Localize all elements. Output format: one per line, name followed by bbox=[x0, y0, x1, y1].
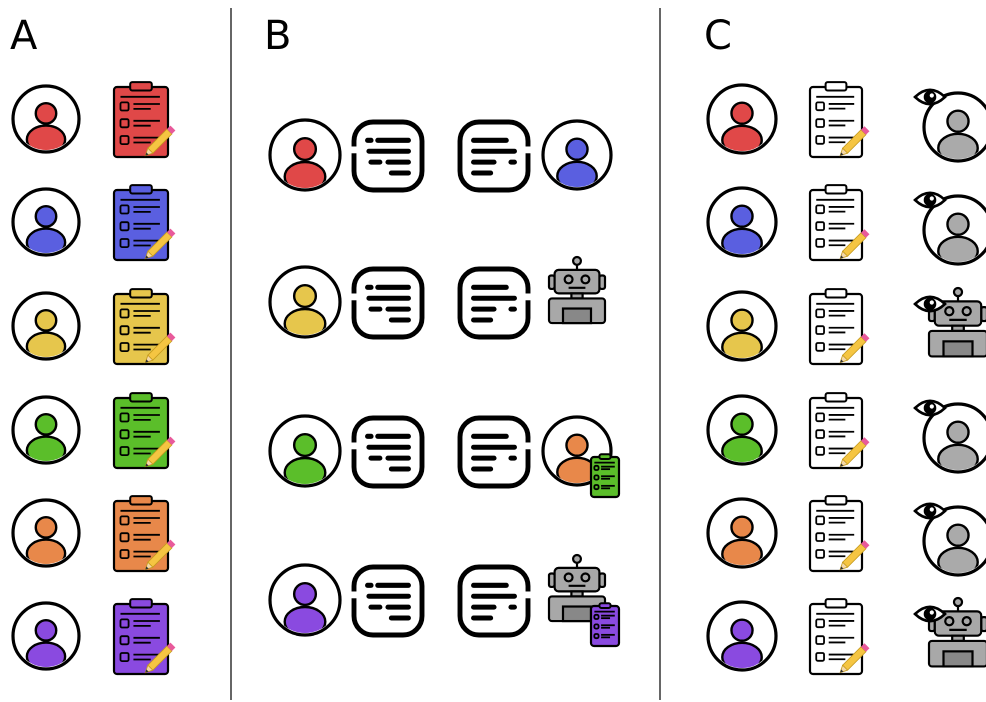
message-icon bbox=[457, 564, 533, 638]
observer-person-icon bbox=[922, 194, 986, 266]
panel-a-row bbox=[11, 598, 176, 676]
clipboard-icon bbox=[112, 81, 176, 159]
clipboard-icon bbox=[589, 453, 621, 499]
person-icon bbox=[11, 291, 81, 361]
message-icon bbox=[457, 119, 533, 193]
pencil-icon bbox=[839, 333, 870, 364]
clipboard-icon bbox=[808, 288, 870, 366]
pencil-icon bbox=[839, 126, 870, 157]
eye-icon bbox=[913, 88, 947, 106]
clipboard-icon bbox=[112, 392, 176, 470]
person-icon bbox=[11, 84, 81, 154]
clipboard-icon bbox=[112, 598, 176, 676]
pencil-icon bbox=[839, 643, 870, 674]
person-icon bbox=[706, 600, 778, 672]
clipboard-icon bbox=[808, 598, 870, 676]
message-icon bbox=[349, 564, 425, 638]
sender-person-icon bbox=[268, 118, 342, 192]
panel-c-row bbox=[706, 392, 986, 474]
pencil-icon bbox=[144, 228, 176, 260]
sender-person-icon bbox=[268, 414, 342, 488]
person-icon bbox=[706, 186, 778, 258]
clipboard-icon bbox=[112, 288, 176, 366]
clipboard-icon bbox=[112, 184, 176, 262]
pencil-icon bbox=[144, 642, 176, 674]
panel-c-label: C bbox=[704, 13, 732, 59]
message-icon bbox=[349, 415, 425, 489]
panel-a-row bbox=[11, 495, 176, 573]
clipboard-icon bbox=[808, 495, 870, 573]
eye-icon bbox=[913, 605, 947, 623]
receiver-person-icon bbox=[541, 119, 613, 191]
panel-c-row bbox=[706, 184, 986, 266]
panel-a-row bbox=[11, 184, 176, 262]
pencil-icon bbox=[839, 229, 870, 260]
observer-person-icon bbox=[922, 91, 986, 163]
pencil-icon bbox=[839, 540, 870, 571]
panel-c-row bbox=[706, 81, 986, 163]
eye-icon bbox=[913, 502, 947, 520]
clipboard-icon bbox=[589, 602, 621, 648]
pencil-icon bbox=[144, 436, 176, 468]
person-icon bbox=[11, 601, 81, 671]
clipboard-icon bbox=[112, 495, 176, 573]
panel-a-label: A bbox=[10, 13, 38, 59]
person-icon bbox=[706, 83, 778, 155]
person-icon bbox=[11, 498, 81, 568]
clipboard-icon bbox=[808, 184, 870, 262]
pencil-icon bbox=[144, 125, 176, 157]
person-icon bbox=[706, 394, 778, 466]
robot-icon bbox=[927, 596, 986, 668]
person-icon bbox=[11, 395, 81, 465]
observer-person-icon bbox=[922, 505, 986, 577]
robot-icon bbox=[927, 286, 986, 358]
person-icon bbox=[11, 187, 81, 257]
panel-b-row bbox=[268, 118, 613, 193]
message-icon bbox=[457, 415, 533, 489]
panel-a-row bbox=[11, 81, 176, 159]
clipboard-icon bbox=[808, 392, 870, 470]
message-icon bbox=[349, 266, 425, 340]
panel-c-row bbox=[706, 495, 986, 577]
pencil-icon bbox=[144, 332, 176, 364]
panel-b-row bbox=[268, 553, 621, 648]
person-icon bbox=[706, 290, 778, 362]
eye-icon bbox=[913, 399, 947, 417]
clipboard-icon bbox=[808, 81, 870, 159]
eye-icon bbox=[913, 295, 947, 313]
panel-a-row bbox=[11, 288, 176, 366]
sender-person-icon bbox=[268, 265, 342, 339]
message-icon bbox=[349, 119, 425, 193]
sender-person-icon bbox=[268, 563, 342, 637]
panel-b-label: B bbox=[264, 13, 292, 59]
panel-b-row bbox=[268, 255, 607, 340]
eye-icon bbox=[913, 191, 947, 209]
pencil-icon bbox=[144, 539, 176, 571]
message-icon bbox=[457, 266, 533, 340]
panel-c-row bbox=[706, 286, 986, 366]
person-icon bbox=[706, 497, 778, 569]
observer-person-icon bbox=[922, 402, 986, 474]
panel-c-row bbox=[706, 596, 986, 676]
robot-icon bbox=[547, 255, 607, 325]
pencil-icon bbox=[839, 437, 870, 468]
panel-a-row bbox=[11, 392, 176, 470]
panel-b-row bbox=[268, 414, 621, 499]
